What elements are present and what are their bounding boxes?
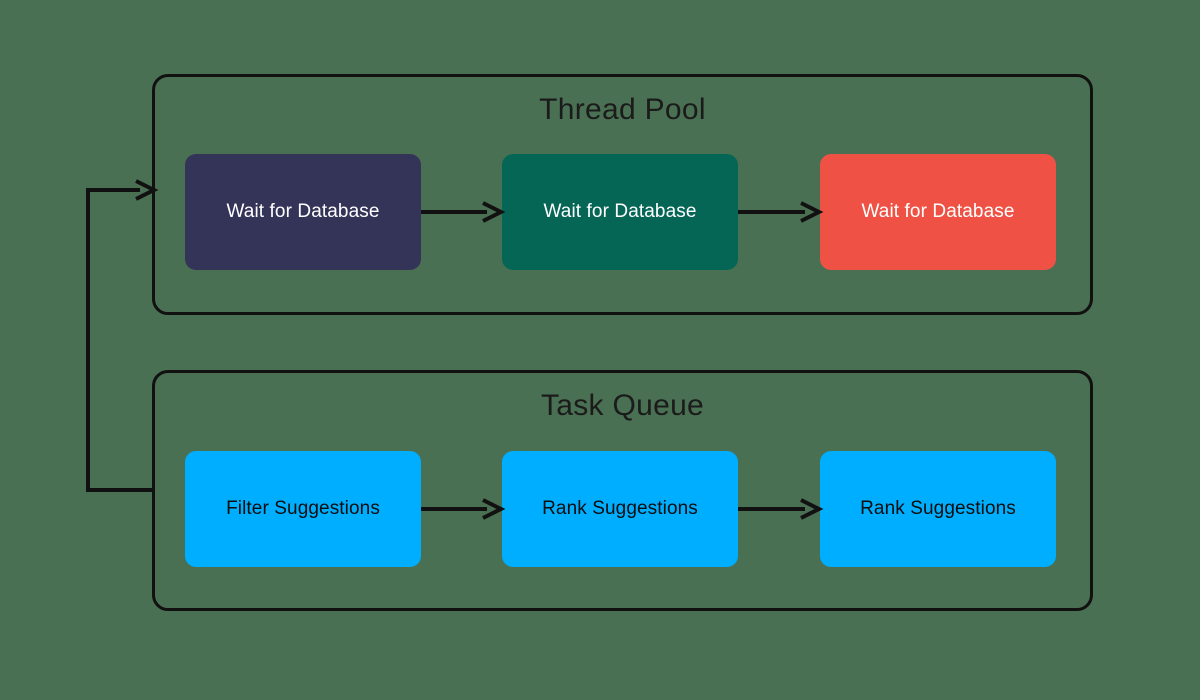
node-thread-pool-wait-for-database-1[interactable]: Wait for Database: [185, 154, 421, 270]
node-label: Filter Suggestions: [226, 497, 380, 519]
node-task-queue-filter-suggestions[interactable]: Filter Suggestions: [185, 451, 421, 567]
node-task-queue-rank-suggestions-1[interactable]: Rank Suggestions: [502, 451, 738, 567]
node-thread-pool-wait-for-database-3[interactable]: Wait for Database: [820, 154, 1056, 270]
node-label: Wait for Database: [861, 200, 1015, 222]
node-thread-pool-wait-for-database-2[interactable]: Wait for Database: [502, 154, 738, 270]
group-task-queue-title: Task Queue: [540, 389, 705, 422]
node-label: Wait for Database: [543, 200, 697, 222]
group-task-queue: Task Queue: [152, 370, 1093, 611]
node-task-queue-rank-suggestions-2[interactable]: Rank Suggestions: [820, 451, 1056, 567]
node-label: Rank Suggestions: [542, 497, 698, 519]
node-label: Wait for Database: [226, 200, 380, 222]
group-thread-pool-title: Thread Pool: [539, 93, 706, 126]
node-label: Rank Suggestions: [860, 497, 1016, 519]
